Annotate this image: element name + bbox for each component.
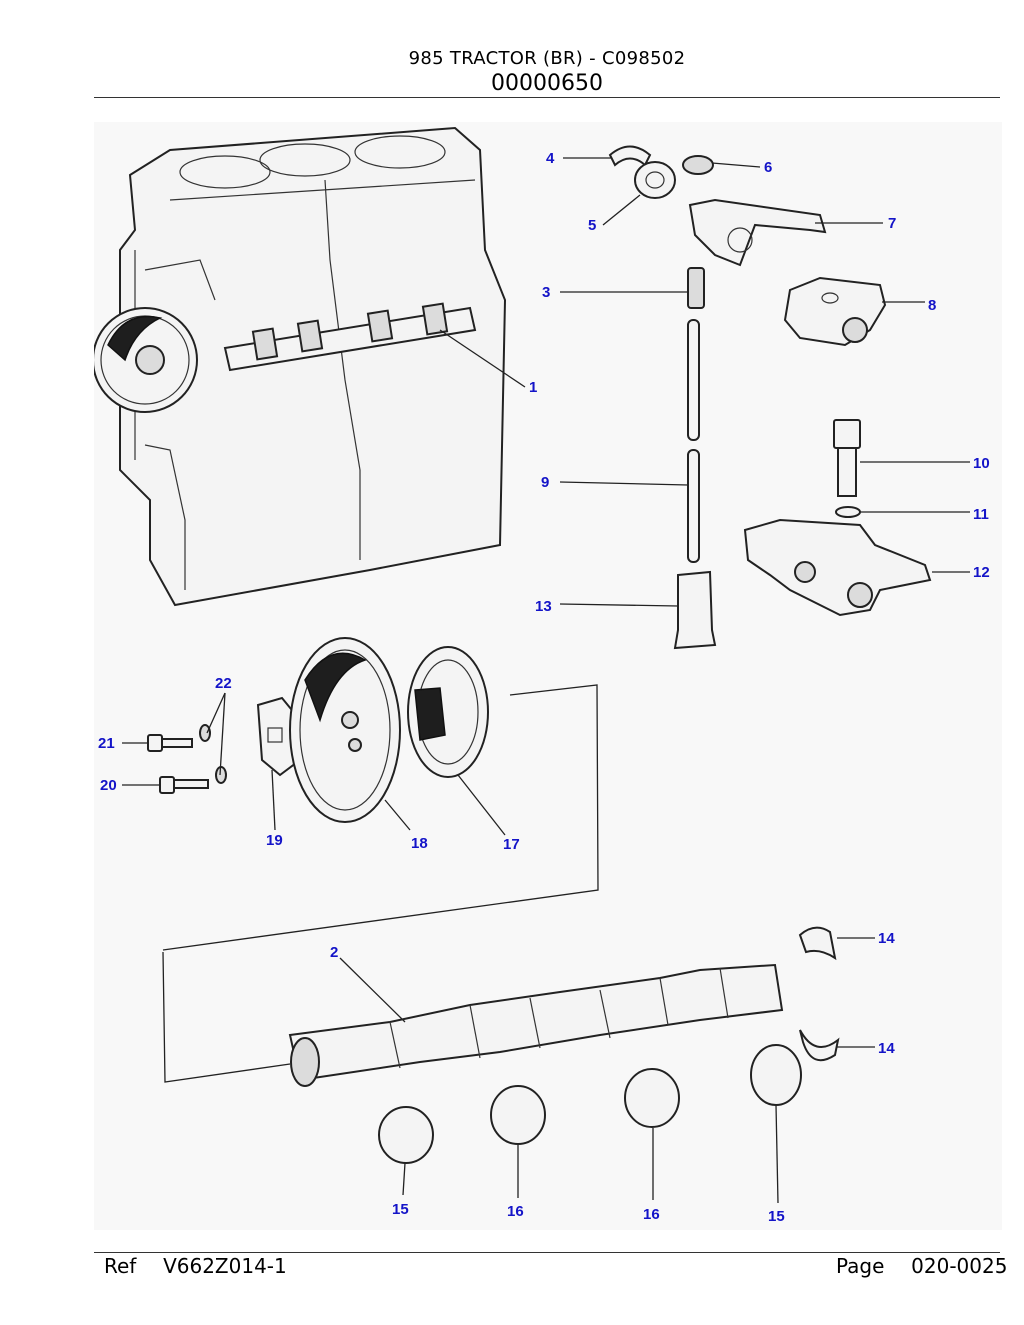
ref-value: V662Z014-1 bbox=[163, 1254, 287, 1278]
callout-numbers: 4 5 6 7 8 3 1 9 10 11 12 13 22 21 20 19 … bbox=[98, 150, 990, 1225]
leader-lines bbox=[122, 157, 970, 1204]
callout-13: 13 bbox=[535, 598, 552, 615]
callout-15-right: 15 bbox=[768, 1208, 785, 1225]
callout-12: 12 bbox=[973, 564, 990, 581]
header-divider bbox=[94, 97, 1000, 98]
camshaft-illustration bbox=[162, 926, 840, 1164]
callout-17: 17 bbox=[503, 836, 520, 853]
callout-19: 19 bbox=[266, 832, 283, 849]
callout-14-bottom: 14 bbox=[878, 1040, 895, 1057]
callout-16-right: 16 bbox=[643, 1206, 660, 1223]
page-label: Page bbox=[836, 1254, 885, 1278]
callout-20: 20 bbox=[100, 777, 117, 794]
footer-page: Page 020-0025 bbox=[836, 1254, 1007, 1278]
footer-divider bbox=[94, 1252, 1000, 1253]
footer-ref: Ref V662Z014-1 bbox=[104, 1254, 287, 1278]
callout-8: 8 bbox=[928, 297, 936, 314]
callout-9: 9 bbox=[541, 474, 549, 491]
callout-2: 2 bbox=[330, 944, 338, 961]
callout-7: 7 bbox=[888, 215, 896, 232]
callout-4: 4 bbox=[546, 150, 555, 167]
page-value: 020-0025 bbox=[911, 1254, 1008, 1278]
parts-diagram: 4 5 6 7 8 3 1 9 10 11 12 13 22 21 20 19 … bbox=[92, 122, 1002, 1230]
document-code: 00000650 bbox=[491, 71, 603, 96]
callout-18: 18 bbox=[411, 835, 428, 852]
gear-parts bbox=[147, 637, 599, 951]
callout-14-top: 14 bbox=[878, 930, 895, 947]
callout-6: 6 bbox=[764, 159, 772, 176]
callout-10: 10 bbox=[973, 455, 990, 472]
callout-1: 1 bbox=[529, 379, 537, 396]
callout-16-left: 16 bbox=[507, 1203, 524, 1220]
callout-5: 5 bbox=[588, 217, 596, 234]
callout-15-left: 15 bbox=[392, 1201, 409, 1218]
document-title: 985 TRACTOR (BR) - C098502 bbox=[408, 48, 686, 69]
valve-train-parts bbox=[608, 145, 932, 650]
engine-block-illustration bbox=[92, 126, 526, 607]
callout-11: 11 bbox=[973, 506, 989, 523]
exploded-view: 4 5 6 7 8 3 1 9 10 11 12 13 22 21 20 19 … bbox=[92, 122, 1002, 1230]
callout-3: 3 bbox=[542, 284, 550, 301]
callout-21: 21 bbox=[98, 735, 115, 752]
ref-label: Ref bbox=[104, 1254, 137, 1278]
callout-22: 22 bbox=[215, 675, 232, 692]
